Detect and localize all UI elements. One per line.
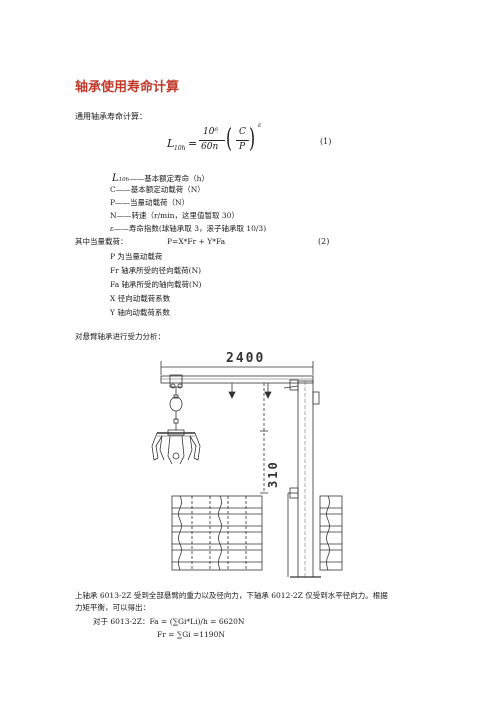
- intro-text: 通用轴承寿命计算：: [75, 112, 147, 121]
- formula-2-number: (2): [318, 237, 330, 246]
- dim-label-horizontal: 2400: [226, 351, 265, 366]
- formula-1-paren-left: (: [226, 124, 233, 154]
- upper-bearing-block: [289, 379, 299, 391]
- cantilever-beam: [160, 375, 314, 384]
- conveyor-stack-right: [319, 495, 343, 571]
- def-l10h-sub: 10h: [118, 177, 130, 183]
- formula-2-label: 其中当量载荷：: [75, 237, 128, 246]
- def-l10h-desc: ——基本额定寿命（h）: [129, 174, 210, 183]
- gripper-hub: [172, 452, 180, 460]
- formula-1-paren-right: ): [249, 124, 256, 154]
- conveyor-stack: [171, 495, 263, 571]
- formula-1-frac1-bar: [199, 140, 225, 141]
- upper-bearing-cap: [312, 391, 320, 405]
- def-p: P——当量动载荷（N）: [110, 198, 190, 207]
- analysis-intro: 对悬臂轴承进行受力分析：: [75, 332, 165, 341]
- formula-1-exponent: ε: [258, 122, 262, 129]
- hoist-body: [169, 396, 183, 412]
- dim-label-vertical: 310: [266, 460, 280, 488]
- formula-2-expr: P=X*Fr + Y*Fa: [167, 237, 226, 246]
- var-list-item: Fa 轴承所受的轴向载荷(N): [110, 280, 202, 289]
- page-title: 轴承使用寿命计算: [75, 80, 180, 95]
- formula-1-lhs: L: [167, 137, 175, 150]
- cantilever-drawing: 2400 310: [151, 351, 343, 578]
- formula-1-frac1-num: 10⁶: [203, 127, 219, 137]
- formula-1-number: (1): [320, 137, 332, 146]
- paragraph-line-2: 力矩平衡，可以得出：: [75, 603, 150, 612]
- calc-line-1: 对于 6013-2Z：Fa = (∑Gi*Li)/h = 6620N: [93, 617, 245, 626]
- var-list-item: Fr 轴承所受的径向载荷(N): [110, 266, 202, 275]
- def-epsilon: ε——寿命指数(球轴承取 3，滚子轴承取 10/3): [110, 224, 267, 233]
- support-column: [297, 380, 314, 578]
- trolley: [169, 374, 183, 388]
- calc-line-2: Fr = ∑Gi =1190N: [157, 630, 225, 639]
- formula-1-frac2-den: P: [239, 142, 246, 152]
- def-l10h-symbol: L: [112, 173, 119, 184]
- formula-1-equals: =: [188, 137, 198, 150]
- var-list-item: P 为当量动载荷: [110, 252, 163, 261]
- var-list-item: Y 轴向动载荷系数: [110, 308, 170, 317]
- def-n: N——转速（r/min，这里值暂取 30）: [110, 211, 239, 220]
- formula-1-frac1-den: 60n: [201, 142, 219, 152]
- formula-1-frac2-bar: [236, 140, 249, 141]
- paragraph-line-1: 上轴承 6013-2Z 受到全部悬臂的重力以及径向力，下轴承 6012-2Z 仅…: [75, 591, 388, 600]
- var-list-item: X 径向动载荷系数: [110, 294, 171, 303]
- formula-1-lhs-sub: 10h: [174, 145, 186, 152]
- def-c: C——基本额定动载荷（N）: [110, 185, 205, 194]
- formula-1-frac2-num: C: [239, 127, 246, 137]
- def-l10h: L10h——基本额定寿命（h）: [112, 166, 209, 185]
